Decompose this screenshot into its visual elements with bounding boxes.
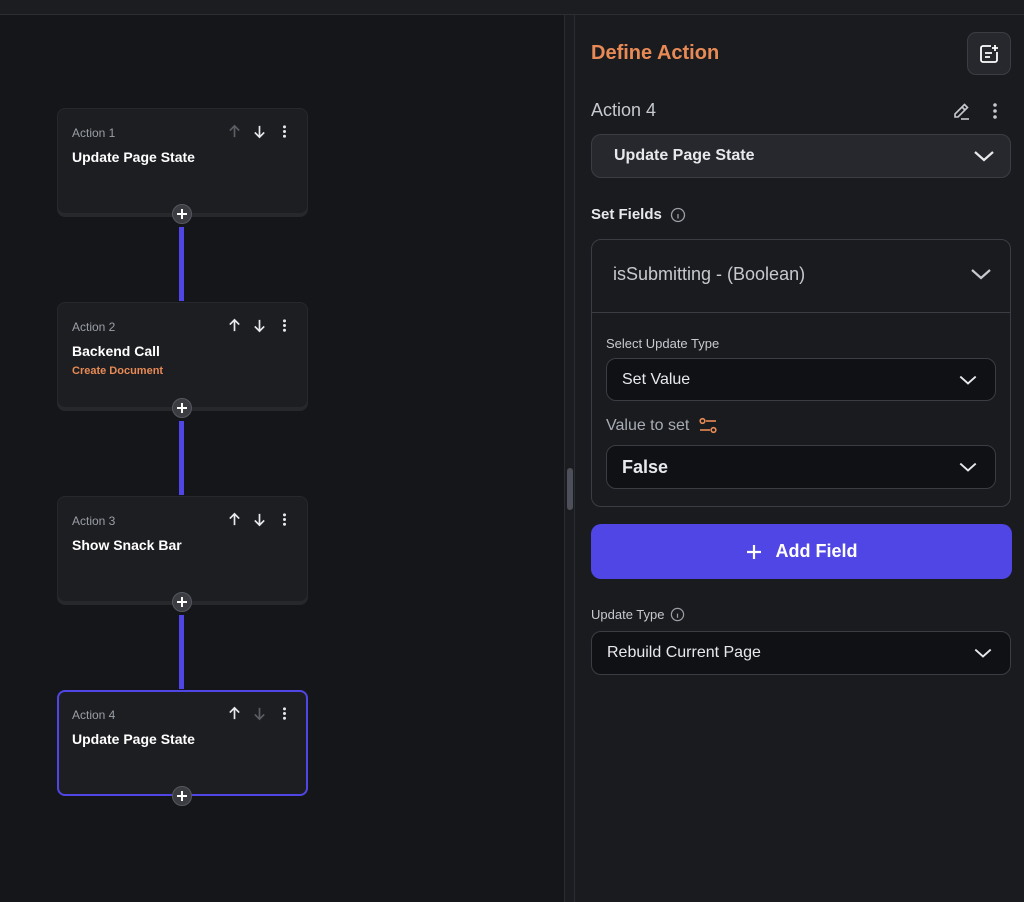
action-card-4[interactable]: Action 4 Update Page State	[57, 690, 308, 796]
chevron-down-icon	[959, 375, 977, 385]
plus-icon	[177, 597, 187, 607]
plus-icon	[177, 209, 187, 219]
more-vertical-icon[interactable]	[276, 123, 293, 140]
edit-pencil-icon[interactable]	[949, 99, 973, 123]
field-header[interactable]: isSubmitting - (Boolean)	[592, 240, 1010, 313]
value-select[interactable]: False	[606, 445, 996, 489]
chevron-down-icon	[971, 269, 991, 280]
update-type-select-value: Set Value	[622, 370, 691, 388]
panel-title: Define Action	[591, 42, 720, 64]
set-fields-heading: Set Fields	[591, 206, 686, 223]
more-vertical-icon[interactable]	[276, 317, 293, 334]
more-vertical-icon[interactable]	[276, 705, 293, 722]
panel-resize-divider[interactable]	[564, 15, 575, 902]
arrow-up-icon[interactable]	[226, 511, 243, 528]
define-action-panel: Define Action Action 4 Update Page State…	[575, 15, 1024, 902]
field-editor: isSubmitting - (Boolean) Select Update T…	[591, 239, 1011, 507]
value-to-set-heading: Value to set	[606, 416, 718, 436]
action-label: Action 2	[72, 320, 116, 334]
action-label: Action 4	[72, 708, 116, 722]
resize-handle[interactable]	[567, 468, 573, 510]
action-label: Action 3	[72, 514, 116, 528]
rebuild-type-value: Rebuild Current Page	[607, 644, 761, 661]
add-field-label: Add Field	[775, 541, 858, 561]
value-to-set-label: Value to set	[606, 417, 690, 434]
field-name: isSubmitting - (Boolean)	[613, 264, 806, 284]
add-action-button[interactable]	[172, 204, 192, 224]
action-card-3[interactable]: Action 3 Show Snack Bar	[57, 496, 308, 602]
action-title: Backend Call	[72, 343, 160, 359]
plus-icon	[177, 791, 187, 801]
action-title: Update Page State	[72, 149, 195, 165]
sliders-icon[interactable]	[698, 416, 718, 436]
chevron-down-icon	[959, 462, 977, 472]
more-vertical-icon[interactable]	[984, 99, 1006, 123]
add-action-button[interactable]	[172, 398, 192, 418]
set-fields-label: Set Fields	[591, 206, 662, 223]
flow-connector	[179, 227, 184, 301]
add-field-button[interactable]: Add Field	[591, 524, 1012, 579]
arrow-up-icon	[226, 123, 243, 140]
add-action-button[interactable]	[172, 592, 192, 612]
flow-connector	[179, 421, 184, 495]
rebuild-type-dropdown[interactable]: Rebuild Current Page	[591, 631, 1011, 675]
arrow-down-icon[interactable]	[251, 317, 268, 334]
info-icon	[670, 207, 686, 222]
info-icon	[671, 607, 685, 622]
action-card-1[interactable]: Action 1 Update Page State	[57, 108, 308, 214]
plus-icon	[746, 544, 761, 559]
action-label: Action 1	[72, 126, 116, 140]
notes-add-button[interactable]	[967, 32, 1011, 75]
notes-add-icon	[980, 44, 998, 63]
action-type-dropdown[interactable]: Update Page State	[591, 134, 1011, 178]
flow-connector	[179, 615, 184, 689]
value-select-value: False	[622, 456, 669, 477]
chevron-down-icon	[974, 151, 994, 162]
arrow-down-icon[interactable]	[251, 511, 268, 528]
select-update-type-label: Select Update Type	[606, 336, 720, 351]
action-subtitle: Create Document	[72, 365, 164, 377]
top-bar	[0, 0, 1024, 15]
update-type-select[interactable]: Set Value	[606, 358, 996, 401]
plus-icon	[177, 403, 187, 413]
update-type-heading: Update Type	[591, 607, 685, 622]
update-type-label: Update Type	[591, 607, 665, 622]
arrow-up-icon[interactable]	[226, 705, 243, 722]
arrow-up-icon[interactable]	[226, 317, 243, 334]
more-vertical-icon[interactable]	[276, 511, 293, 528]
add-action-button[interactable]	[172, 786, 192, 806]
arrow-down-icon	[251, 705, 268, 722]
action-title: Show Snack Bar	[72, 537, 182, 553]
arrow-down-icon[interactable]	[251, 123, 268, 140]
action-name: Action 4	[591, 100, 657, 120]
chevron-down-icon	[974, 648, 992, 658]
action-title: Update Page State	[72, 731, 195, 747]
action-card-2[interactable]: Action 2 Backend Call Create Document	[57, 302, 308, 408]
action-type-value: Update Page State	[614, 147, 755, 164]
